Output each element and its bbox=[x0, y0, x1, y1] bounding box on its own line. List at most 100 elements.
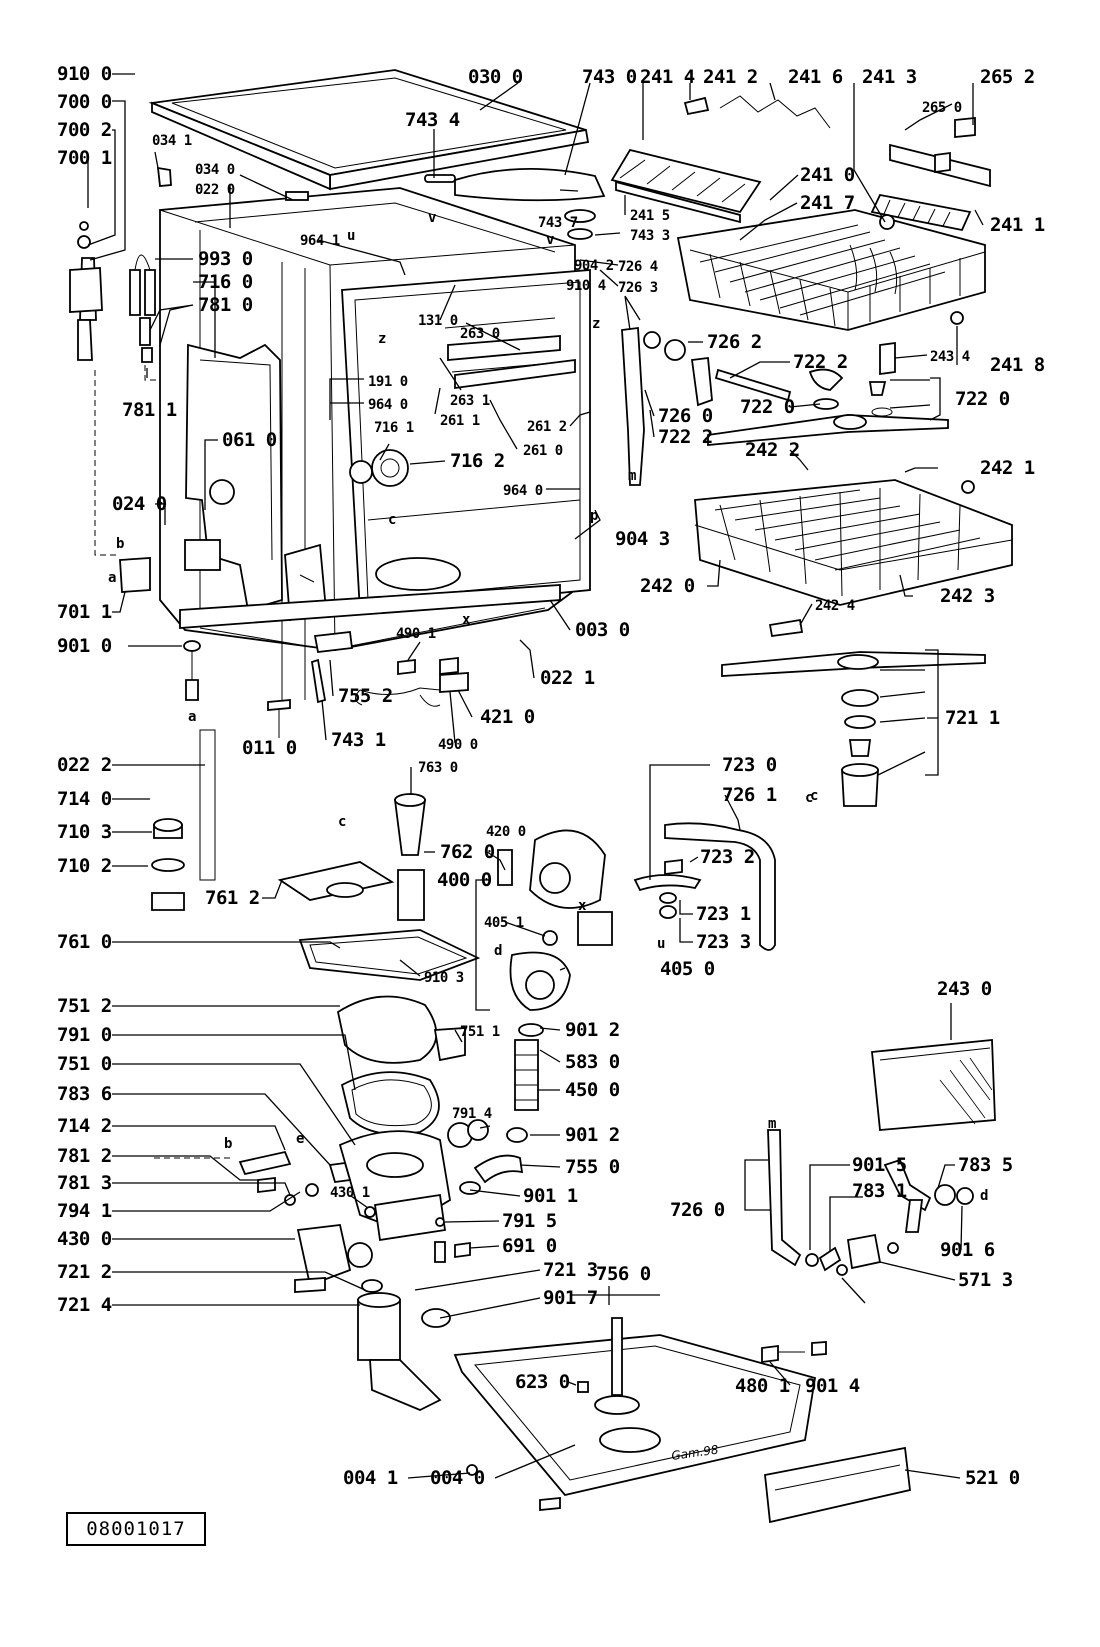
drawing-code: 08001017 bbox=[86, 1518, 186, 1540]
label-490-0: 490 0 bbox=[438, 737, 478, 753]
label-901-0: 901 0 bbox=[57, 635, 112, 657]
label-722-2: 722 2 bbox=[793, 351, 848, 373]
label-714-2: 714 2 bbox=[57, 1115, 112, 1137]
label-243-0: 243 0 bbox=[937, 978, 992, 1000]
label-241-7: 241 7 bbox=[800, 192, 855, 214]
marker-x: x bbox=[462, 612, 471, 628]
label-714-0: 714 0 bbox=[57, 788, 112, 810]
label-756-0: 756 0 bbox=[596, 1263, 651, 1285]
label-722-0: 722 0 bbox=[955, 388, 1010, 410]
label-721-2: 721 2 bbox=[57, 1261, 112, 1283]
marker-d-2: d bbox=[980, 1188, 988, 1204]
label-261-2: 261 2 bbox=[527, 419, 567, 435]
label-061-0: 061 0 bbox=[222, 429, 277, 451]
marker-z: z bbox=[378, 331, 386, 347]
label-265-0: 265 0 bbox=[922, 100, 962, 116]
labels-left: 910 0 700 0 700 2 700 1 034 1 034 0 022 … bbox=[57, 63, 485, 1489]
label-242-2: 242 2 bbox=[745, 439, 800, 461]
sump-and-pump-drawing bbox=[151, 793, 613, 1411]
label-131-0: 131 0 bbox=[418, 313, 458, 329]
dishwasher-cabinet-drawing bbox=[148, 69, 606, 738]
label-993-0: 993 0 bbox=[198, 248, 253, 270]
marker-m: m bbox=[628, 468, 636, 484]
label-743-0: 743 0 bbox=[582, 66, 637, 88]
label-430-0: 430 0 bbox=[57, 1228, 112, 1250]
label-241-3: 241 3 bbox=[862, 66, 917, 88]
marker-u: u bbox=[347, 228, 355, 244]
label-700-2: 700 2 bbox=[57, 119, 112, 141]
marker-u-2: u bbox=[657, 936, 665, 952]
label-751-2: 751 2 bbox=[57, 995, 112, 1017]
label-241-5: 241 5 bbox=[630, 208, 670, 224]
label-261-1: 261 1 bbox=[440, 413, 480, 429]
label-781-1: 781 1 bbox=[122, 399, 177, 421]
label-701-1: 701 1 bbox=[57, 601, 112, 623]
label-716-1: 716 1 bbox=[374, 420, 414, 436]
marker-a: a bbox=[108, 570, 116, 586]
label-421-0: 421 0 bbox=[480, 706, 535, 728]
label-405-1: 405 1 bbox=[484, 915, 524, 931]
label-721-3: 721 3 bbox=[543, 1259, 598, 1281]
label-022-2: 022 2 bbox=[57, 754, 112, 776]
label-901-2: 901 2 bbox=[565, 1019, 620, 1041]
label-726-1: 726 1 bbox=[722, 784, 777, 806]
label-794-1: 794 1 bbox=[57, 1200, 112, 1222]
marker-b: b bbox=[116, 536, 124, 552]
label-910-0: 910 0 bbox=[57, 63, 112, 85]
label-726-4: 726 4 bbox=[618, 259, 658, 275]
label-034-0: 034 0 bbox=[195, 162, 235, 178]
label-726-0: 726 0 bbox=[658, 405, 713, 427]
label-420-0: 420 0 bbox=[486, 824, 526, 840]
label-490-1: 490 1 bbox=[396, 626, 436, 642]
marker-b-2: b bbox=[224, 1136, 232, 1152]
marker-c-2: c bbox=[810, 788, 818, 804]
label-964-1: 964 1 bbox=[300, 233, 340, 249]
label-022-1: 022 1 bbox=[540, 667, 595, 689]
label-242-1: 242 1 bbox=[980, 457, 1035, 479]
label-265-2: 265 2 bbox=[980, 66, 1035, 88]
marker-c-3: c bbox=[338, 814, 346, 830]
marker-a-2: a bbox=[188, 709, 196, 725]
label-004-0: 004 0 bbox=[430, 1467, 485, 1489]
drawing-code-box: 08001017 bbox=[66, 1512, 206, 1546]
label-003-0: 003 0 bbox=[575, 619, 630, 641]
marker-m-2: m bbox=[768, 1116, 776, 1132]
label-243-4: 243 4 bbox=[930, 349, 970, 365]
label-723-2: 723 2 bbox=[700, 846, 755, 868]
label-034-1: 034 1 bbox=[152, 133, 192, 149]
label-901-1: 901 1 bbox=[523, 1185, 578, 1207]
label-910-3: 910 3 bbox=[424, 970, 464, 986]
label-726-2: 726 2 bbox=[707, 331, 762, 353]
label-901-5: 901 5 bbox=[852, 1154, 907, 1176]
label-242-3: 242 3 bbox=[940, 585, 995, 607]
label-901-7: 901 7 bbox=[543, 1287, 598, 1309]
base-and-drain-drawing bbox=[94, 365, 996, 1524]
label-623-0: 623 0 bbox=[515, 1371, 570, 1393]
label-751-1: 751 1 bbox=[460, 1024, 500, 1040]
label-191-0: 191 0 bbox=[368, 374, 408, 390]
labels-right: 743 0 241 4 241 2 241 6 241 3 265 2 265 … bbox=[538, 66, 1045, 1489]
label-743-7: 743 7 bbox=[538, 215, 578, 231]
label-400-0: 400 0 bbox=[437, 869, 492, 891]
label-450-0: 450 0 bbox=[565, 1079, 620, 1101]
label-781-0: 781 0 bbox=[198, 294, 253, 316]
label-583-0: 583 0 bbox=[565, 1051, 620, 1073]
marker-v: v bbox=[428, 210, 436, 226]
marker-x-2: x bbox=[578, 898, 587, 914]
label-723-0: 723 0 bbox=[722, 754, 777, 776]
label-004-1: 004 1 bbox=[343, 1467, 398, 1489]
label-480-1: 480 1 bbox=[735, 1375, 790, 1397]
label-721-4: 721 4 bbox=[57, 1294, 112, 1316]
labels-center: 030 0 743 4 964 1 131 0 263 0 263 1 261 … bbox=[300, 66, 715, 1393]
label-241-0: 241 0 bbox=[800, 164, 855, 186]
label-761-2: 761 2 bbox=[205, 887, 260, 909]
label-726-0b: 726 0 bbox=[670, 1199, 725, 1221]
label-901-2b: 901 2 bbox=[565, 1124, 620, 1146]
label-723-1: 723 1 bbox=[696, 903, 751, 925]
water-inlet-drawing bbox=[69, 221, 156, 363]
label-781-2: 781 2 bbox=[57, 1145, 112, 1167]
marker-e: e bbox=[296, 1131, 304, 1147]
label-242-0: 242 0 bbox=[640, 575, 695, 597]
label-263-0: 263 0 bbox=[460, 326, 500, 342]
